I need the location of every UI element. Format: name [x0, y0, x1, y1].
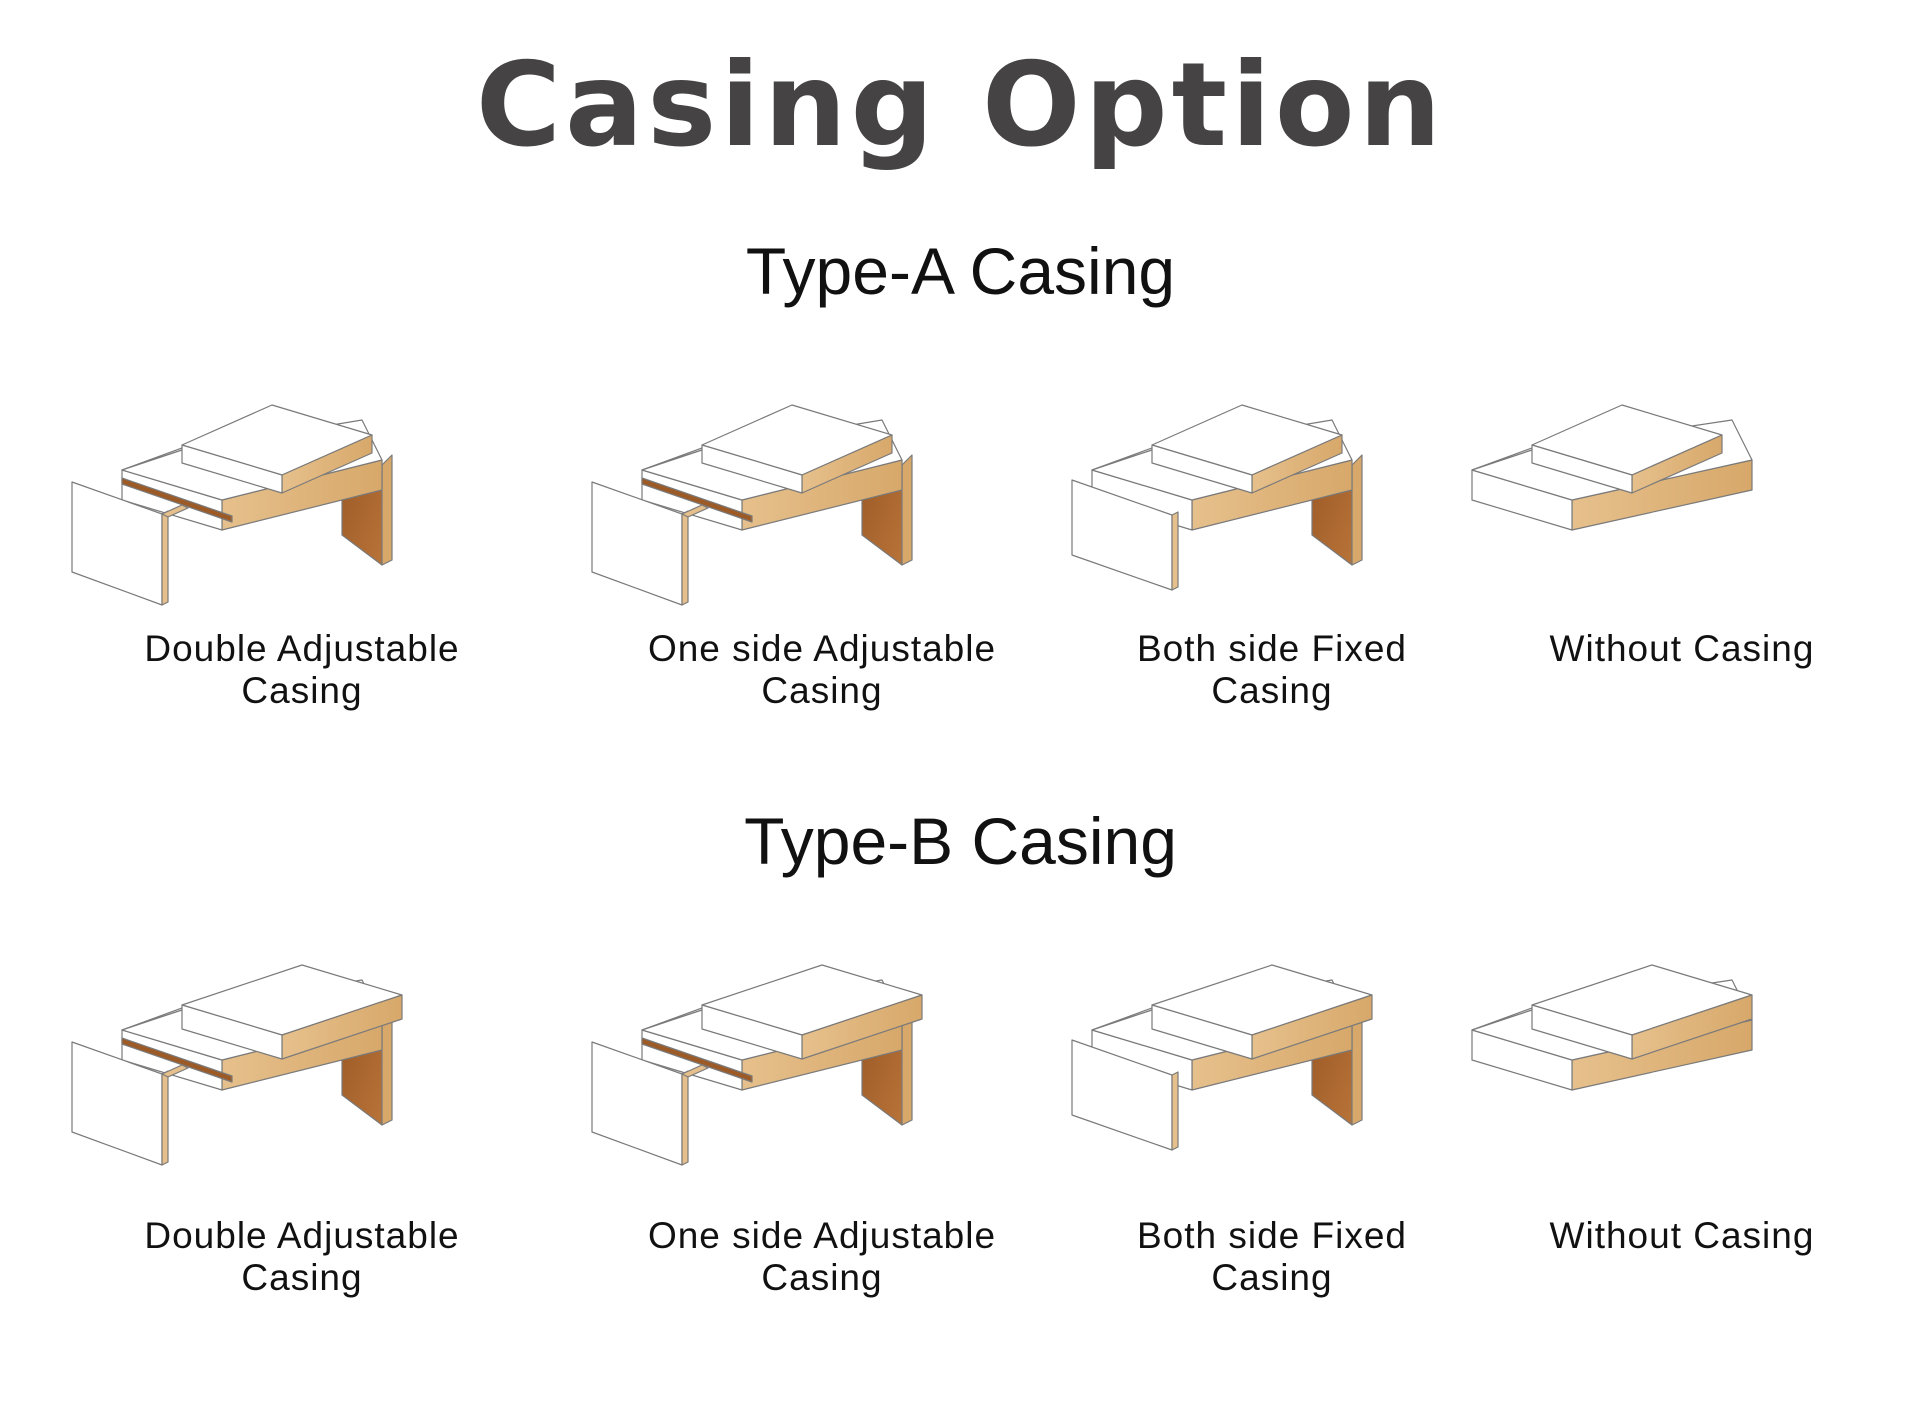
double-adjustable-casing-illustration — [71, 404, 393, 606]
casing-groove — [641, 477, 753, 523]
both-side-fixed-casing-illustration — [1071, 964, 1373, 1151]
casing-drawing — [1471, 404, 1753, 531]
casing-groove — [641, 1037, 753, 1083]
left-casing-edge — [681, 1070, 689, 1166]
left-casing-edge — [161, 510, 169, 606]
left-casing-tongue — [681, 504, 709, 518]
one-side-adjustable-casing-illustration — [591, 404, 913, 606]
casing-groove — [121, 1037, 233, 1083]
upper-tier-side — [701, 1004, 803, 1060]
section-title-type-b: Type-B Casing — [744, 804, 1177, 878]
right-casing-edge — [1351, 1014, 1363, 1126]
double-adjustable-casing-illustration — [71, 964, 403, 1166]
casing-drawing — [591, 964, 923, 1166]
type-b-without-casing-item: Without Casing — [1442, 900, 1921, 1300]
item-label: Without Casing — [1549, 628, 1815, 669]
left-casing-tongue — [161, 504, 189, 518]
casing-drawing — [71, 964, 403, 1166]
upper-tier-side — [181, 444, 283, 494]
upper-tier-side — [701, 444, 803, 494]
casing-drawing — [1071, 964, 1373, 1151]
right-casing-edge — [1351, 454, 1363, 566]
without-casing-illustration — [1471, 404, 1753, 531]
casing-drawing — [1071, 404, 1363, 591]
upper-tier-side — [1151, 444, 1253, 494]
casing-drawing — [1471, 964, 1753, 1091]
upper-tier-side — [1531, 444, 1633, 494]
casing-groove — [121, 477, 233, 523]
left-casing-edge — [681, 510, 689, 606]
casing-drawing — [591, 404, 913, 606]
upper-tier-side — [1531, 1004, 1633, 1060]
section-title-type-a: Type-A Casing — [745, 234, 1176, 308]
upper-tier-side — [181, 1004, 283, 1060]
upper-tier-side — [1151, 1004, 1253, 1060]
left-casing-edge — [1171, 1071, 1179, 1151]
left-casing-tongue — [681, 1064, 709, 1078]
right-casing-edge — [381, 454, 393, 566]
right-casing-edge — [901, 454, 913, 566]
item-label: Without Casing — [1549, 1215, 1815, 1256]
left-casing-edge — [161, 1070, 169, 1166]
left-casing-edge — [1171, 511, 1179, 591]
left-casing-tongue — [161, 1064, 189, 1078]
both-side-fixed-casing-illustration — [1071, 404, 1363, 591]
one-side-adjustable-casing-illustration — [591, 964, 923, 1166]
right-casing-edge — [381, 1014, 393, 1126]
page-title: Casing Option — [475, 38, 1446, 173]
casing-drawing — [71, 404, 393, 606]
right-casing-edge — [901, 1014, 913, 1126]
without-casing-illustration — [1471, 964, 1753, 1091]
type-a-without-casing-item: Without Casing — [1442, 340, 1921, 740]
